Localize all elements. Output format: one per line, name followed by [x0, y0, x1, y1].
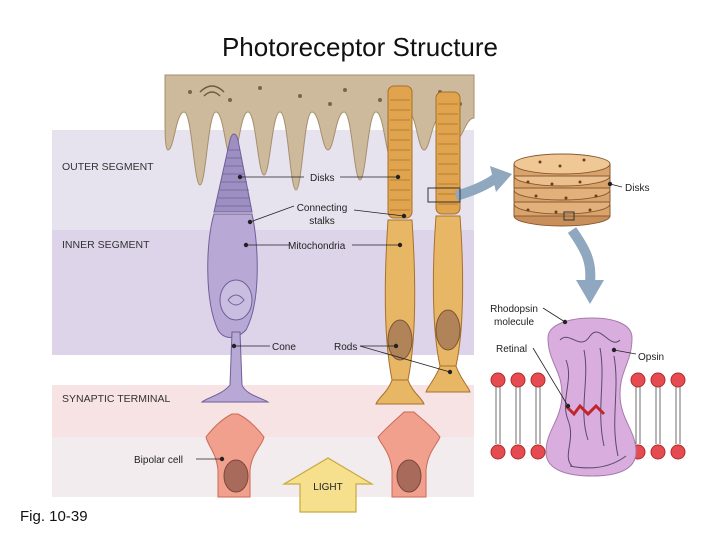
bipolar-cell-1: [205, 413, 265, 498]
inner-segment-label: INNER SEGMENT: [62, 239, 150, 251]
cone-label: Cone: [272, 342, 296, 353]
mitochondria-label: Mitochondria: [288, 241, 346, 252]
connecting-stalks-label-2: stalks: [309, 216, 335, 227]
slide-title: Photoreceptor Structure: [221, 32, 499, 62]
rhodopsin-label-1: Rhodopsin: [490, 304, 538, 315]
melanin-swirl: [199, 85, 225, 97]
outer-segment-label: OUTER SEGMENT: [62, 161, 154, 173]
bipolar-cell-2: [377, 411, 441, 498]
membrane-bilayer: [490, 372, 686, 460]
leader-lines: [196, 174, 637, 462]
retinal-label: Retinal: [496, 344, 527, 355]
bipolar-cell-label: Bipolar cell: [134, 455, 183, 466]
connecting-stalks-label-1: Connecting: [297, 203, 348, 214]
rhodopsin-molecule: [545, 317, 637, 477]
bipolar-nucleus-2: [396, 459, 422, 493]
cone-axon: [200, 331, 270, 403]
opsin-label: Opsin: [638, 352, 664, 363]
rhodopsin-label-2: molecule: [494, 317, 534, 328]
cone-nucleus: [219, 279, 253, 321]
disks-rod-label: Disks: [310, 173, 334, 184]
cone-outer-segment: [213, 133, 253, 213]
cone-disk-lines: [216, 149, 251, 207]
opsin-chain: [559, 331, 627, 469]
retinal-chromophore: [564, 403, 606, 417]
light-label: LIGHT: [313, 482, 342, 493]
rod-2: [425, 91, 471, 393]
rod-1: [375, 85, 425, 405]
rhodopsin-highlight-box: [563, 211, 575, 221]
light-arrow: [281, 457, 375, 513]
rods-label: Rods: [334, 342, 357, 353]
figure-label: Fig. 10-39: [20, 508, 88, 525]
arrow-to-rhodopsin: [567, 227, 596, 283]
rod-highlight-box: [427, 187, 461, 203]
disk-stack: [513, 153, 611, 227]
synaptic-terminal-label: SYNAPTIC TERMINAL: [62, 393, 170, 405]
bipolar-nucleus-1: [223, 459, 249, 493]
disks-stack-label: Disks: [625, 183, 649, 194]
